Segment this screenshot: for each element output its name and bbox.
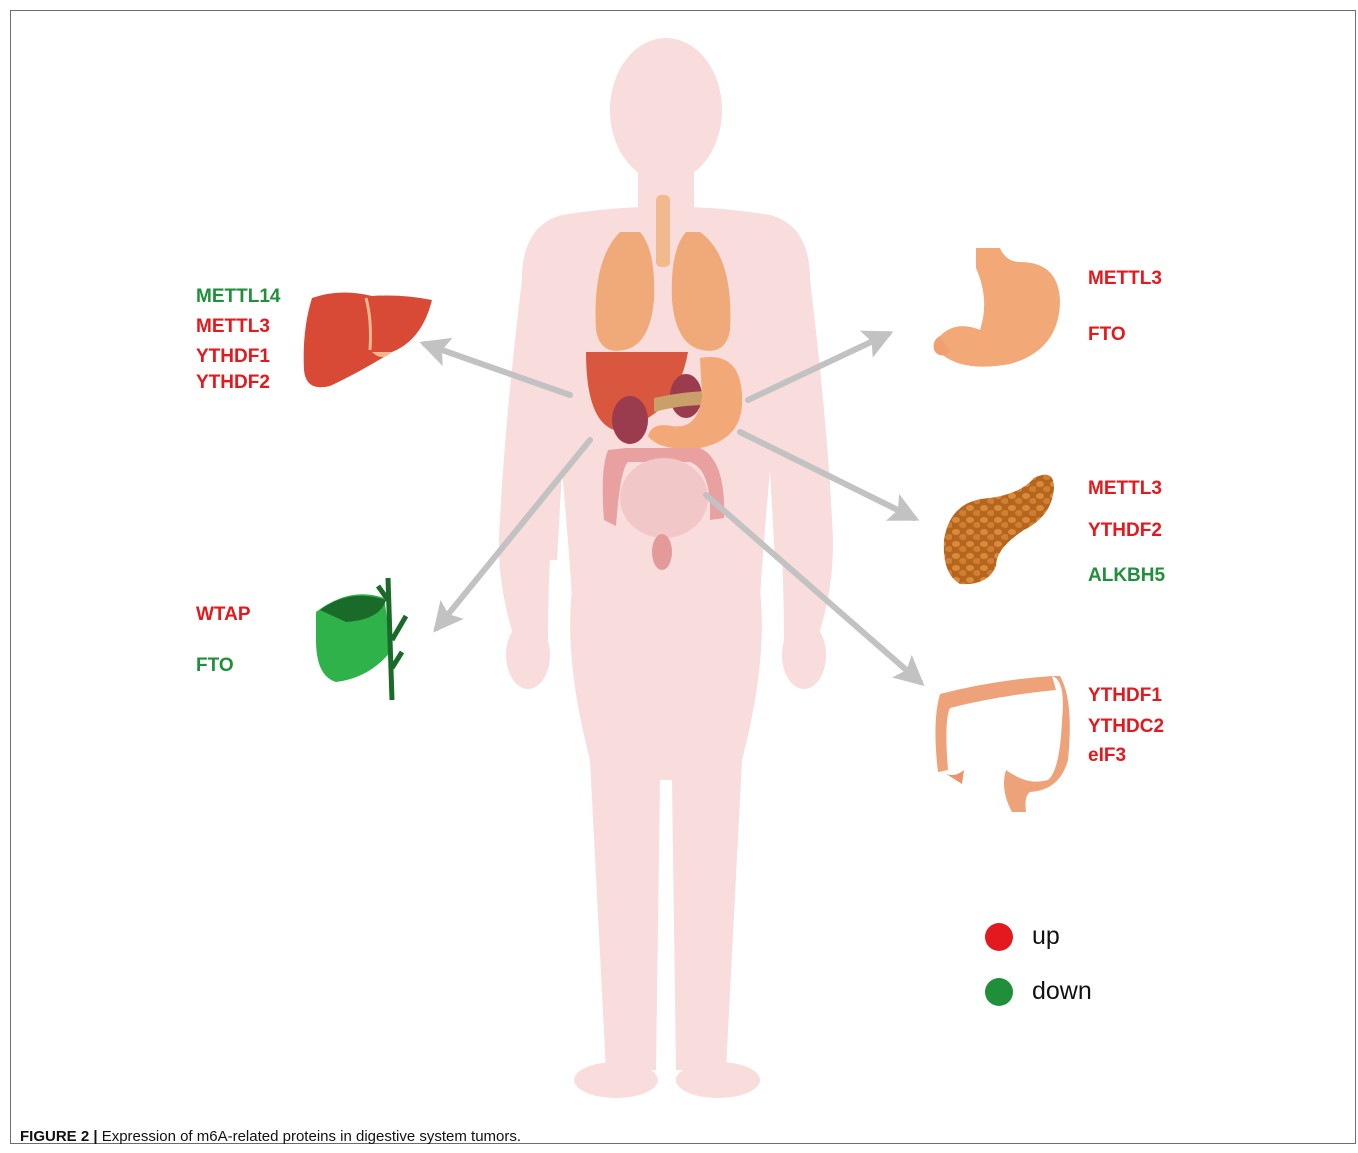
colon-icon [935,676,1069,812]
liver-marker-4: YTHDF2 [196,372,270,394]
liver-marker-1: METTL14 [196,286,280,308]
colon-marker-1: YTHDF1 [1088,685,1162,707]
legend-up-label: up [1032,922,1060,950]
gallbladder-marker-2: FTO [196,655,234,677]
legend [985,923,1013,1006]
stomach-marker-2: FTO [1088,324,1126,346]
caption-label: FIGURE 2 | [20,1128,98,1145]
pancreas-icon [944,475,1054,585]
pancreas-marker-1: METTL3 [1088,478,1162,500]
figure-caption: FIGURE 2 | Expression of m6A-related pro… [20,1128,521,1146]
stomach-icon [934,248,1060,367]
legend-up-dot [985,923,1013,951]
liver-marker-3: YTHDF1 [196,346,270,368]
pancreas-marker-3: ALKBH5 [1088,565,1165,587]
liver-icon [304,292,432,387]
colon-marker-3: eIF3 [1088,745,1126,767]
gallbladder-icon [316,578,406,700]
stomach-marker-1: METTL3 [1088,268,1162,290]
legend-down-dot [985,978,1013,1006]
colon-marker-2: YTHDC2 [1088,716,1164,738]
gallbladder-marker-1: WTAP [196,604,251,626]
legend-down-label: down [1032,977,1092,1005]
caption-text: Expression of m6A-related proteins in di… [98,1128,522,1145]
pancreas-marker-2: YTHDF2 [1088,520,1162,542]
liver-marker-2: METTL3 [196,316,270,338]
